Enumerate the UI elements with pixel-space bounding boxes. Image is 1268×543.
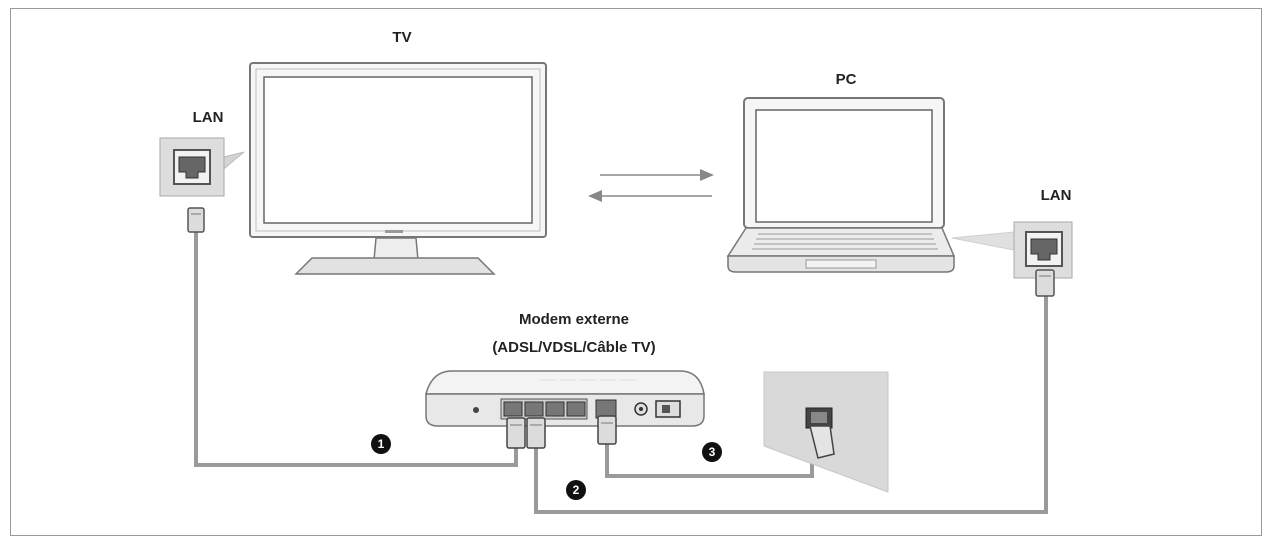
modem-label-line1: Modem externe — [519, 311, 629, 328]
data-exchange-arrows — [588, 169, 714, 202]
modem-label-line2: (ADSL/VDSL/Câble TV) — [492, 339, 655, 356]
rj45-plug-icon — [809, 425, 835, 459]
tv-icon — [249, 62, 547, 275]
rj45-plug-icon — [506, 417, 526, 449]
cables — [194, 232, 1048, 514]
step-marker-2: 2 — [566, 480, 586, 500]
lan-port-icon — [951, 221, 1073, 279]
step-marker-3: 3 — [702, 442, 722, 462]
pc-label: PC — [836, 71, 857, 88]
cable-modem-to-wall — [605, 444, 814, 478]
lan-label-left: LAN — [193, 109, 224, 126]
cable-modem-to-pc — [534, 296, 1048, 514]
arrow-right-icon — [700, 169, 714, 181]
rj45-plug-icon — [526, 417, 546, 449]
rj45-plug-icon — [597, 415, 617, 445]
cable-tv-to-modem — [194, 232, 518, 467]
step-marker-1: 1 — [371, 434, 391, 454]
rj45-plug-icon — [1035, 269, 1055, 297]
rj45-plug-icon — [187, 207, 205, 233]
step-number: 2 — [573, 483, 580, 497]
tv-label: TV — [392, 29, 411, 46]
laptop-icon — [726, 97, 956, 273]
step-number: 1 — [378, 437, 385, 451]
lan-label-right: LAN — [1041, 187, 1072, 204]
modem-icon — [425, 370, 705, 427]
step-number: 3 — [709, 445, 716, 459]
arrow-left-icon — [588, 190, 602, 202]
lan-port-icon — [159, 137, 245, 197]
